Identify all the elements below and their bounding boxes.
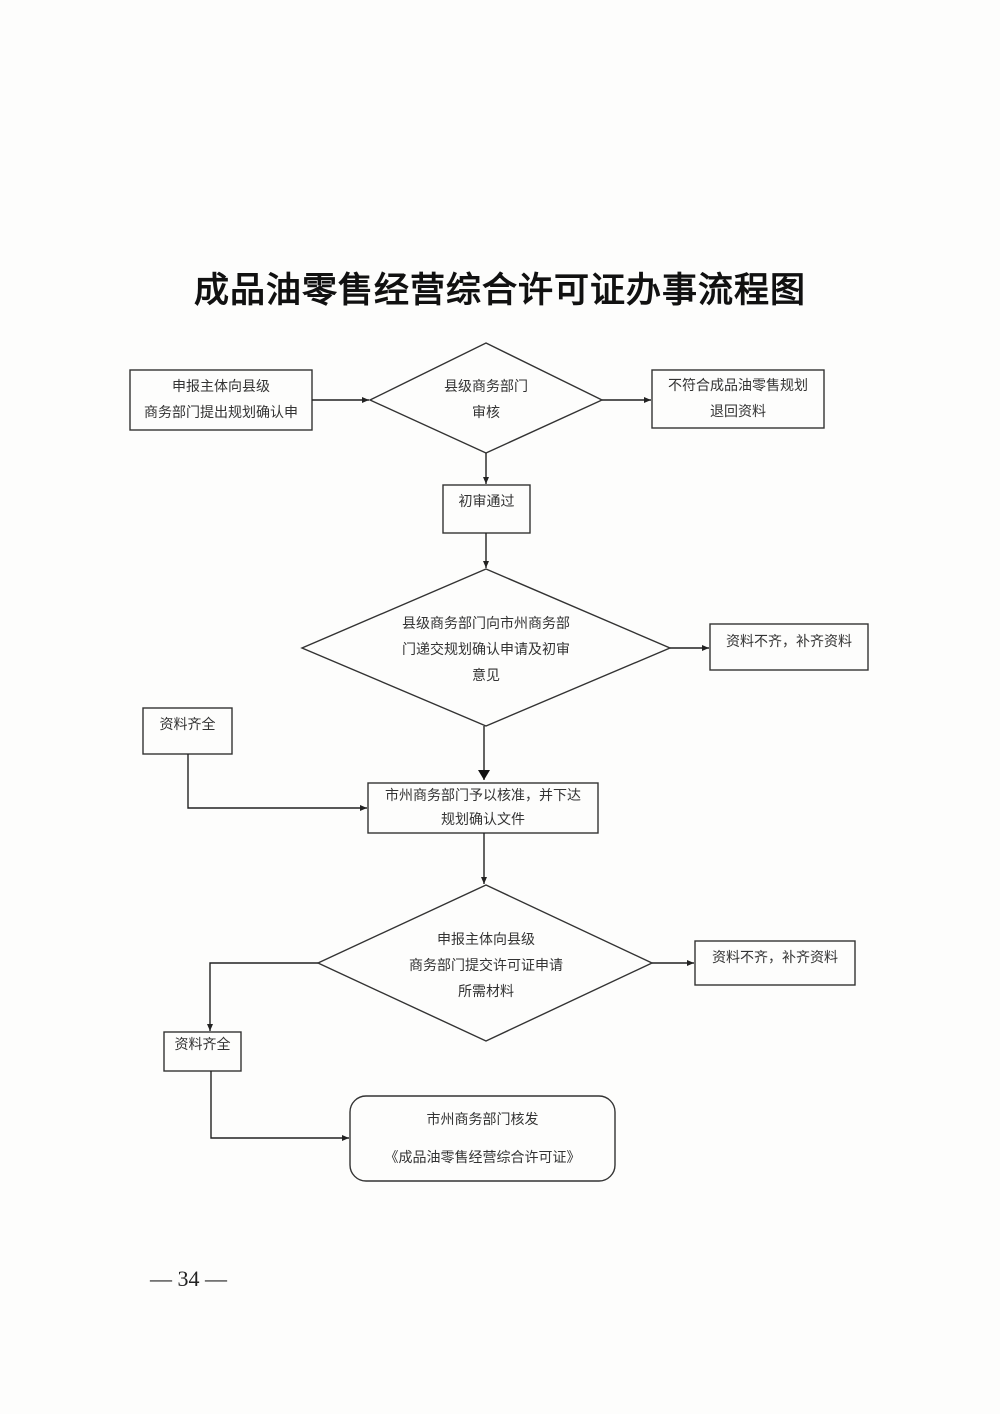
node-supplement-2: 资料不齐，补齐资料	[695, 941, 855, 975]
box-issue-license	[349, 1095, 616, 1182]
node-line: 审核	[472, 405, 500, 421]
diamond-submit-city	[300, 568, 672, 727]
page-number: — 34 —	[150, 1266, 227, 1291]
node-line: 申报主体向县级	[437, 932, 535, 948]
diagram-title: 成品油零售经营综合许可证办事流程图	[193, 270, 806, 311]
box-reject	[651, 369, 825, 429]
node-line: 商务部门提交许可证申请	[409, 958, 563, 974]
box-supplement-2	[694, 940, 856, 986]
node-line: 市州商务部门予以核准，并下达	[385, 788, 581, 804]
node-line: 门递交规划确认申请及初审	[402, 642, 570, 658]
node-line: 资料齐全	[159, 717, 216, 733]
node-line: 资料不齐，补齐资料	[712, 950, 838, 966]
node-line: 市州商务部门核发	[426, 1112, 539, 1128]
node-line: 《成品油零售经营综合许可证》	[384, 1150, 581, 1166]
box-complete-2	[163, 1031, 242, 1072]
box-supplement-1	[709, 623, 869, 671]
diamond-submit-license	[316, 884, 654, 1042]
node-line: 所需材料	[458, 984, 514, 1000]
arrow-license-to-complete-2	[207, 962, 318, 1031]
arrow-complete-1-to-approve	[187, 754, 367, 811]
node-prelim-pass: 初审通过	[443, 485, 530, 519]
node-complete-2: 资料齐全	[164, 1032, 241, 1058]
node-submit-city: 县级商务部门向市州商务部 门递交规划确认申请及初审 意见	[370, 610, 602, 690]
node-submit-license: 申报主体向县级 商务部门提交许可证申请 所需材料	[380, 926, 592, 1006]
node-line: 县级商务部门向市州商务部	[402, 616, 570, 632]
node-line: 不符合成品油零售规划	[668, 378, 808, 394]
node-complete-1: 资料齐全	[143, 708, 232, 742]
node-apply-plan: 申报主体向县级 商务部门提出规划确认申	[130, 370, 312, 430]
node-line: 商务部门提出规划确认申	[144, 405, 298, 421]
arrow-complete-2-to-issue	[210, 1071, 349, 1141]
node-line: 规划确认文件	[441, 812, 525, 828]
node-supplement-1: 资料不齐，补齐资料	[710, 624, 868, 660]
node-reject: 不符合成品油零售规划 退回资料	[652, 370, 824, 428]
node-line: 资料齐全	[174, 1037, 231, 1053]
node-line: 县级商务部门	[444, 379, 528, 395]
node-line: 意见	[472, 668, 500, 684]
node-city-approve: 市州商务部门予以核准，并下达 规划确认文件	[368, 783, 598, 833]
node-county-review: 县级商务部门 审核	[400, 372, 572, 428]
box-city-approve	[367, 782, 599, 834]
node-line: 退回资料	[710, 404, 766, 420]
node-line: 申报主体向县级	[172, 379, 270, 395]
node-issue-license: 市州商务部门核发 《成品油零售经营综合许可证》	[350, 1098, 615, 1180]
node-line: 初审通过	[458, 494, 515, 510]
node-line: 资料不齐，补齐资料	[726, 634, 852, 650]
